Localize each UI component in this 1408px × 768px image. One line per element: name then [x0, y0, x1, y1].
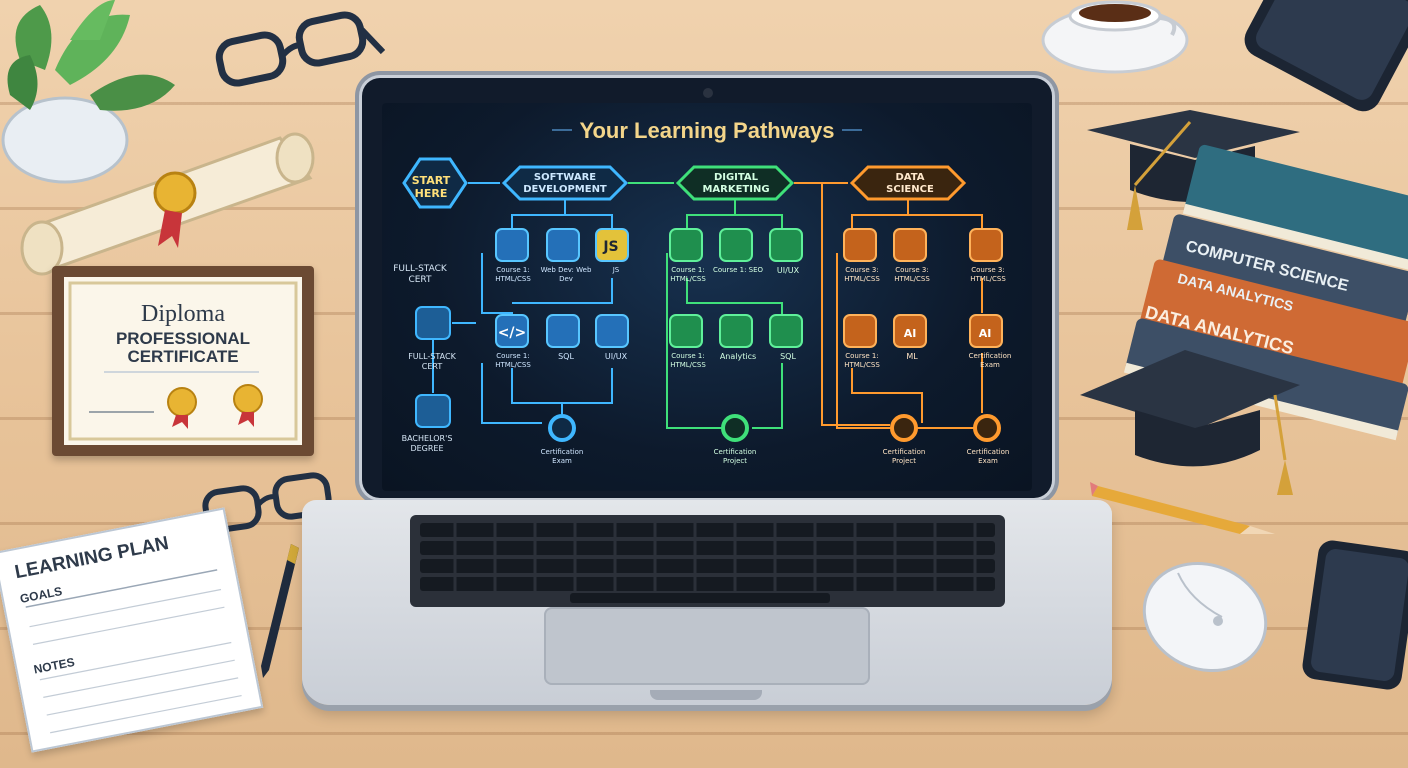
glasses-icon [215, 11, 385, 87]
path-label-software: SOFTWARE DEVELOPMENT [523, 172, 607, 195]
course-label: SQL [780, 352, 796, 361]
course-label: Course 3: HTML/CSS [894, 266, 930, 283]
books-and-caps [1080, 110, 1408, 495]
pencil-icon [1090, 482, 1275, 534]
chart-icon[interactable] [669, 314, 703, 348]
ai-icon[interactable] [969, 314, 1003, 348]
webcam [703, 88, 713, 98]
web-dev-icon[interactable] [546, 228, 580, 262]
course-label: UI/UX [604, 352, 628, 361]
course-label: UI/UX [776, 266, 800, 275]
left-label-2: FULL-STACK CERT [408, 352, 456, 371]
mouse-icon[interactable] [1130, 555, 1280, 680]
chart-icon[interactable] [893, 228, 927, 262]
diploma-line1: PROFESSIONAL [115, 329, 251, 348]
potted-plant [1, 0, 175, 184]
learning-plan-notebook: LEARNING PLAN GOALS NOTES [0, 507, 264, 753]
diploma-line2: CERTIFICATE [127, 347, 239, 366]
phone-icon [1302, 540, 1408, 690]
end-label-datascience-2: Certification Exam [966, 448, 1010, 465]
database-icon[interactable] [843, 314, 877, 348]
keyboard[interactable] [410, 515, 1005, 607]
course-label: Course 3: HTML/CSS [844, 266, 880, 283]
course-label: Course 1: HTML/CSS [670, 352, 706, 369]
js-icon[interactable] [595, 228, 629, 262]
code-icon[interactable] [495, 314, 529, 348]
course-label: Course 1: HTML/CSS [495, 266, 531, 283]
design-icon[interactable] [595, 314, 629, 348]
svg-text:AI: AI [979, 327, 992, 340]
check-icon[interactable] [769, 228, 803, 262]
network-icon[interactable] [769, 314, 803, 348]
diploma-paper: Diploma PROFESSIONAL CERTIFICATE [64, 277, 302, 445]
start-node[interactable] [402, 157, 468, 209]
course-label: Course 3: HTML/CSS [970, 266, 1006, 283]
software-end-node[interactable] [548, 414, 576, 442]
layers-icon[interactable] [843, 228, 877, 262]
pen-icon [261, 544, 299, 678]
phone-icon [1244, 0, 1408, 112]
course-label: SQL [558, 352, 574, 361]
end-label-datascience-1: Certification Project [882, 448, 926, 465]
svg-text:JS: JS [602, 239, 618, 255]
start-label: START HERE [411, 174, 451, 200]
end-label-marketing: Certification Project [713, 448, 757, 465]
end-label-software: Certification Exam [540, 448, 584, 465]
svg-text:</>: </> [498, 325, 527, 341]
ai-chip-icon[interactable] [893, 314, 927, 348]
path-header-software[interactable] [501, 165, 629, 201]
diploma-scroll [20, 132, 315, 276]
course-label: Analytics [719, 352, 757, 361]
keyboard-keys [420, 521, 995, 603]
notebook-lines [25, 569, 242, 734]
trackpad[interactable] [544, 607, 870, 685]
course-label: Certification Exam [968, 352, 1012, 369]
screen-title: Your Learning Pathways [579, 118, 835, 143]
course-label: Course 1: HTML/CSS [844, 352, 880, 369]
course-label: Web Dev: Web Dev [540, 266, 592, 283]
layers-icon[interactable] [669, 228, 703, 262]
marketing-end-node[interactable] [721, 414, 749, 442]
datascience-end-node-1[interactable] [890, 414, 918, 442]
python-icon[interactable] [495, 228, 529, 262]
course-label: Course 1: SEO [712, 266, 764, 274]
course-label: JS [612, 266, 620, 274]
course-label: Course 1: HTML/CSS [670, 266, 706, 283]
chart-icon[interactable] [969, 228, 1003, 262]
diploma-heading: Diploma [141, 301, 225, 327]
path-header-marketing[interactable] [675, 165, 795, 201]
path-label-datascience: DATA SCIENCE [886, 172, 934, 195]
analytics-icon[interactable] [719, 314, 753, 348]
datascience-end-node-2[interactable] [973, 414, 1001, 442]
left-label-3: BACHELOR'S DEGREE [401, 434, 453, 453]
bachelors-node[interactable] [415, 394, 451, 428]
svg-text:AI: AI [904, 327, 917, 340]
diploma-border [68, 281, 298, 441]
fullstack-node[interactable] [415, 306, 451, 340]
database-icon[interactable] [546, 314, 580, 348]
laptop-hinge [650, 690, 762, 700]
course-label: Course 1: HTML/CSS [495, 352, 531, 369]
path-label-marketing: DIGITAL MARKETING [702, 172, 770, 195]
book-icon[interactable] [719, 228, 753, 262]
left-label-1: FULL-STACK CERT [393, 264, 447, 285]
course-label: ML [906, 352, 918, 361]
path-header-datascience[interactable] [849, 165, 967, 201]
coffee-cup [1041, 0, 1189, 74]
pathways-diagram: JS </> AI AI [402, 129, 1003, 442]
